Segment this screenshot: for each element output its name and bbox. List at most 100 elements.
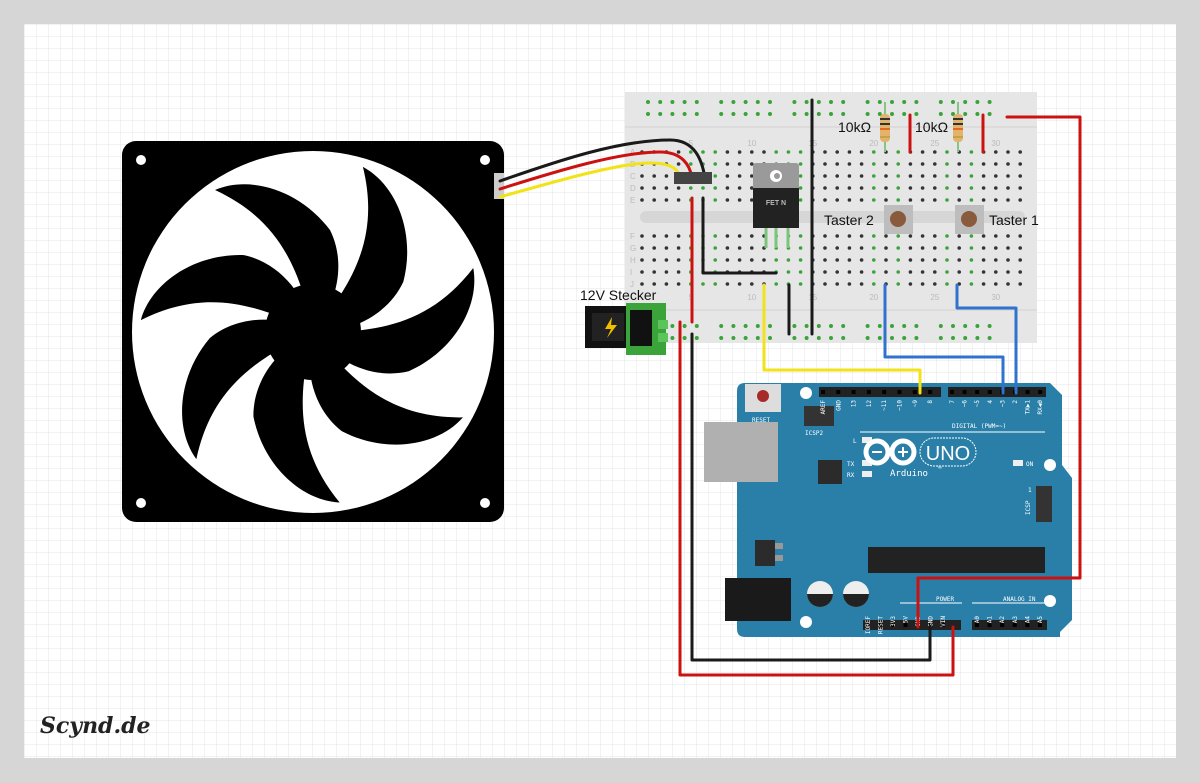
digital-pin[interactable] (821, 390, 825, 394)
analog-pin[interactable] (1025, 623, 1030, 627)
arduino-uno: RESET ICSP2 1 ICSP L TX RX ON UNO Arduin… (704, 383, 1072, 637)
digital-pin[interactable] (1038, 390, 1043, 394)
breadboard-hole (823, 162, 827, 166)
breadboard-hole (725, 162, 730, 166)
power-pin[interactable] (941, 623, 945, 627)
digital-pin[interactable] (928, 390, 933, 394)
breadboard-hole (908, 174, 913, 178)
fan-wire-red[interactable] (498, 150, 694, 191)
breadboard-hole (981, 186, 986, 190)
analog-pin[interactable] (987, 623, 992, 627)
breadboard-hole (957, 234, 961, 238)
wire-red[interactable] (678, 320, 955, 677)
digital-pin-label: 7 (949, 400, 956, 404)
fan-connector (674, 172, 712, 184)
rail-hole (914, 336, 919, 340)
digital-pin[interactable] (950, 390, 954, 394)
digital-pin[interactable] (975, 390, 980, 394)
rail-hole (694, 336, 699, 340)
power-jack (585, 303, 668, 355)
breadboard-hole (1006, 198, 1010, 202)
breadboard-hole (798, 186, 803, 190)
analog-pin[interactable] (1012, 623, 1017, 627)
wire-blue[interactable] (883, 283, 1005, 395)
breadboard-hole (798, 174, 803, 178)
breadboard-hole (737, 282, 742, 286)
breadboard-hole (872, 246, 876, 250)
breadboard-hole (994, 150, 998, 154)
digital-pin-label: ~5 (974, 400, 981, 408)
breadboard-hole (640, 258, 644, 262)
analog-pin[interactable] (1000, 623, 1005, 627)
breadboard-hole (945, 246, 949, 250)
breadboard-hole (664, 282, 669, 286)
rail-hole (938, 336, 943, 340)
fan-blade (182, 319, 313, 460)
wire-blue[interactable] (955, 283, 1018, 395)
rail-hole (755, 100, 760, 104)
rail-hole (719, 324, 724, 328)
rail-hole (768, 100, 772, 104)
rail-hole (975, 336, 980, 340)
digital-pin-label: 8 (927, 400, 934, 404)
breadboard-hole (920, 162, 925, 166)
digital-pin[interactable] (836, 390, 841, 394)
reset-button-cap[interactable] (757, 390, 769, 402)
breadboard-hole (994, 282, 998, 286)
breadboard-hole (896, 234, 900, 238)
fan-wire-yellow[interactable] (498, 161, 682, 199)
breadboard-hole (969, 258, 974, 262)
row-letter: H (630, 256, 636, 265)
rail-hole (841, 324, 846, 328)
wire-red[interactable] (916, 115, 1082, 629)
breadboard-hole (835, 174, 839, 178)
wire-black[interactable] (701, 196, 778, 275)
power-pin[interactable] (928, 623, 933, 627)
pushbutton-2[interactable] (884, 205, 913, 234)
rail-hole (987, 100, 992, 104)
digital-pin[interactable] (1025, 390, 1030, 394)
icsp2-header (804, 406, 834, 426)
digital-pin[interactable] (851, 390, 856, 394)
breadboard-hole (884, 234, 888, 238)
rail-hole (755, 112, 760, 116)
analog-pin[interactable] (975, 623, 979, 627)
wire-black[interactable] (690, 332, 932, 662)
rail-hole (902, 336, 907, 340)
fan-wire-black[interactable] (498, 138, 707, 183)
digital-pin-label: 2 (1012, 400, 1019, 404)
analog-pin[interactable] (1038, 623, 1042, 627)
breadboard-hole (737, 234, 742, 238)
breadboard-hole (933, 258, 937, 262)
digital-pin[interactable] (987, 390, 992, 394)
digital-pin[interactable] (962, 390, 967, 394)
rail-hole (768, 324, 772, 328)
digital-pin[interactable] (897, 390, 902, 394)
digital-pin[interactable] (912, 390, 917, 394)
rail-hole (731, 336, 736, 340)
digital-pin[interactable] (866, 390, 871, 394)
pushbutton-1[interactable] (955, 205, 984, 234)
breadboard-hole (823, 186, 827, 190)
breadboard-hole (798, 234, 803, 238)
power-pin[interactable] (866, 623, 870, 627)
breadboard-hole (957, 162, 961, 166)
breadboard-hole (1018, 270, 1022, 274)
breadboard-hole (835, 282, 839, 286)
power-pin[interactable] (891, 623, 895, 627)
breadboard-hole (896, 186, 900, 190)
row-letter: G (630, 244, 636, 253)
digital-pin[interactable] (882, 390, 887, 394)
breadboard-hole (969, 198, 974, 202)
analog-pin-label: A0 (974, 616, 981, 624)
rail-hole (829, 112, 833, 116)
wire-yellow[interactable] (762, 283, 922, 395)
power-pin[interactable] (903, 623, 908, 627)
digital-pin-label: 12 (866, 400, 873, 408)
digital-pin-label: ~9 (912, 400, 919, 408)
breadboard-hole (1006, 258, 1010, 262)
power-pin[interactable] (878, 623, 883, 627)
analog-label: ANALOG IN (1003, 596, 1036, 603)
breadboard-hole (994, 246, 998, 250)
